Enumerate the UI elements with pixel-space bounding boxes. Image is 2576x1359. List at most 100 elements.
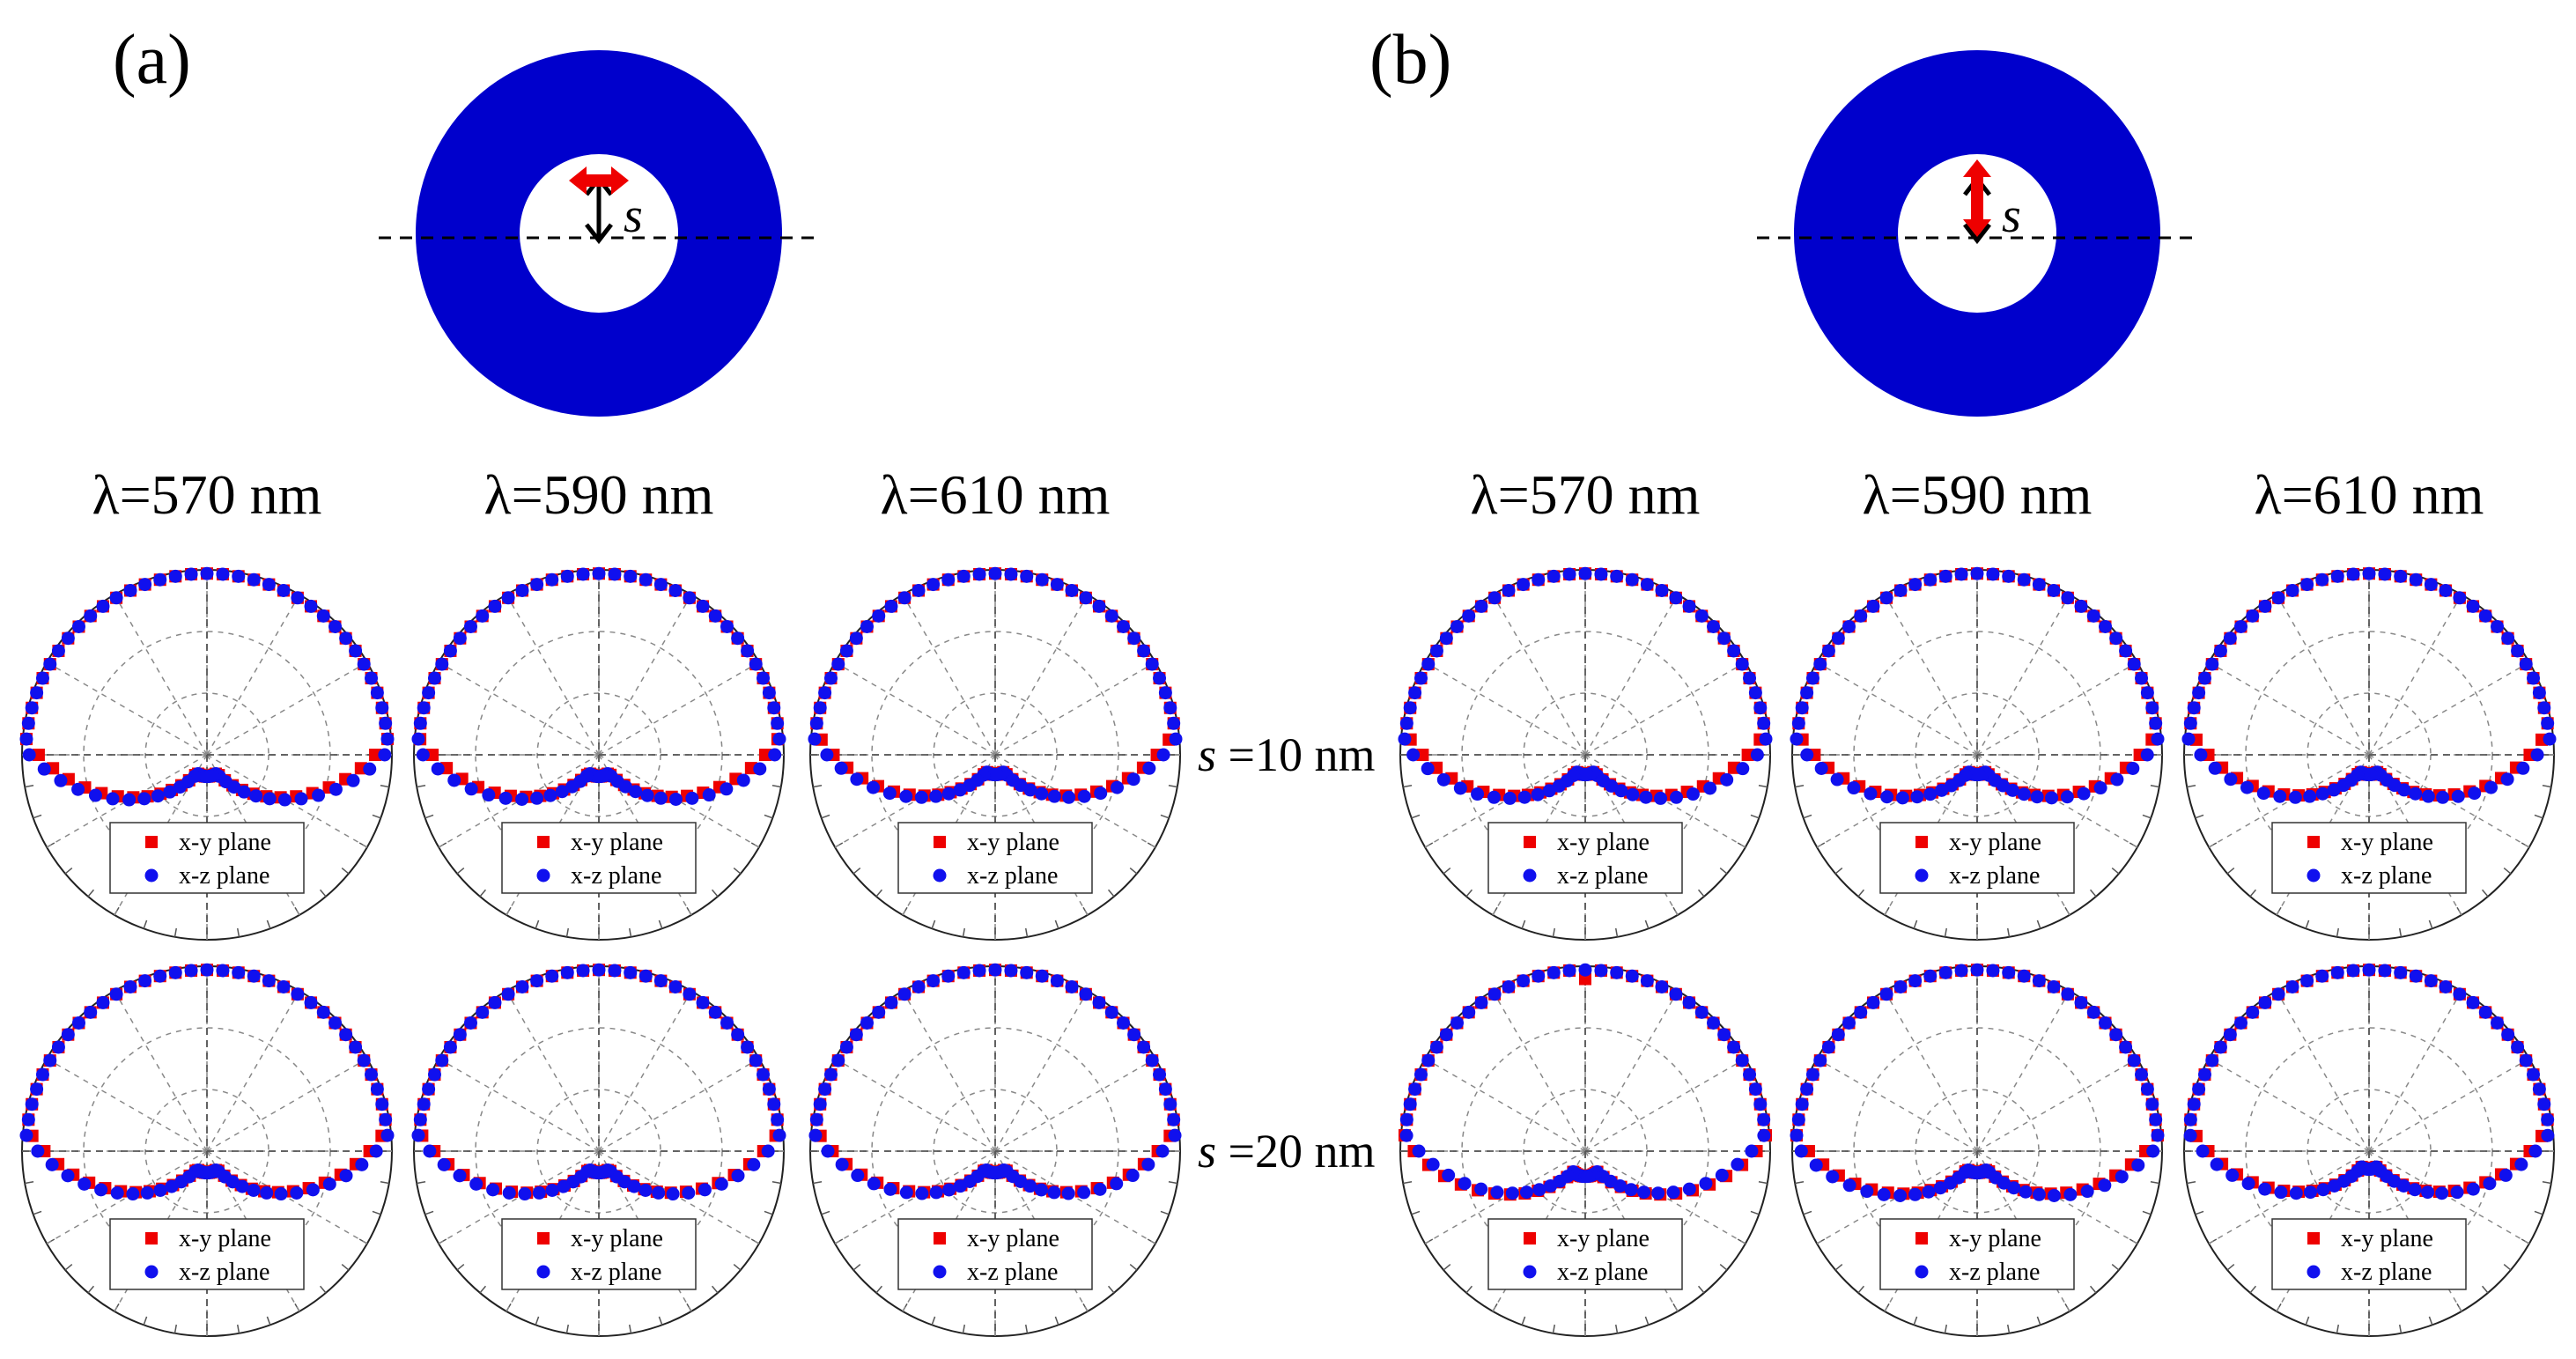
data-point-circle [1562, 567, 1576, 581]
data-point-circle [109, 987, 123, 1001]
data-point-circle [2205, 1053, 2219, 1067]
data-point-circle [668, 979, 683, 993]
data-point-circle [1682, 599, 1696, 613]
data-point-circle [138, 974, 152, 988]
polar-tick [2481, 889, 2489, 897]
data-point-circle [1694, 1005, 1709, 1019]
data-point-circle [638, 572, 653, 587]
data-point-circle [1694, 609, 1709, 623]
series-x-z-plane [1790, 566, 2165, 805]
data-point-circle [1731, 1157, 1745, 1171]
data-point-circle [1972, 768, 1986, 782]
legend-marker-circle [1915, 1265, 1929, 1279]
data-point-circle [2063, 1187, 2078, 1201]
data-point-circle [2197, 671, 2211, 685]
data-point-circle [165, 1179, 179, 1193]
data-point-circle [720, 782, 734, 796]
data-point-circle [2466, 599, 2480, 613]
legend-label: x-z plane [179, 1259, 269, 1286]
data-point-circle [437, 1157, 451, 1171]
data-point-circle [1502, 979, 1516, 993]
data-point-circle [926, 578, 941, 592]
data-point-circle [482, 788, 496, 802]
schematic-b: s [1757, 50, 2197, 417]
data-point-circle [1065, 979, 1079, 993]
data-point-circle [530, 974, 544, 988]
polar-tick [2534, 814, 2543, 819]
data-point-circle [1800, 1082, 1814, 1097]
data-point-circle [2409, 572, 2423, 587]
data-point-square [758, 749, 771, 761]
row-label-s20: s =20 nm [1198, 1127, 1375, 1175]
data-point-circle [2453, 591, 2467, 605]
data-point-circle [1047, 789, 1061, 803]
data-point-circle [1163, 701, 1177, 715]
data-point-circle [1035, 969, 1049, 983]
polar-tick [1750, 814, 1760, 819]
data-point-circle [291, 591, 305, 605]
legend-box [2271, 1218, 2467, 1290]
data-point-circle [640, 788, 654, 802]
polar-tick [479, 889, 487, 897]
data-point-circle [365, 671, 379, 685]
data-point-circle [2119, 644, 2133, 658]
data-point-circle [2246, 1005, 2260, 1019]
data-point-circle [1035, 787, 1049, 801]
schematic-s-label: s [624, 188, 643, 243]
data-point-circle [2285, 979, 2299, 993]
data-point-circle [1117, 1016, 1131, 1030]
data-point-circle [860, 1016, 874, 1030]
data-point-circle [294, 792, 308, 806]
data-point-circle [1094, 787, 1108, 801]
data-point-circle [990, 768, 1004, 782]
data-point-circle [291, 987, 305, 1001]
polar-tick [962, 1324, 966, 1333]
data-point-circle [1626, 787, 1640, 801]
data-point-circle [2151, 1128, 2165, 1142]
polar-tick [2534, 1210, 2543, 1215]
legend-marker-circle [1523, 868, 1537, 883]
data-point-circle [274, 1187, 288, 1201]
polar-tick [236, 1324, 240, 1333]
polar-tick [1552, 927, 1556, 937]
data-point-circle [443, 644, 457, 658]
data-point-circle [839, 1040, 853, 1054]
data-point-circle [872, 609, 886, 623]
data-point-circle [1893, 583, 1908, 597]
data-point-circle [668, 792, 683, 806]
data-point-circle [1442, 1168, 1456, 1182]
polar-tick [143, 1316, 148, 1326]
legend-box [1487, 1218, 1683, 1290]
data-point-circle [1651, 1186, 1665, 1200]
data-point-circle [184, 567, 198, 581]
polar-tick [1160, 1210, 1170, 1215]
series-x-z-plane [1399, 963, 1771, 1200]
data-point-circle [2019, 1185, 2033, 1199]
data-point-circle [1794, 1144, 1808, 1158]
polar-tick [33, 1210, 42, 1215]
polar-tick [2089, 1285, 2097, 1294]
data-point-circle [96, 599, 110, 613]
data-point-circle [2484, 780, 2498, 794]
data-point-circle [1830, 772, 1844, 787]
data-point-circle [304, 599, 318, 613]
data-point-circle [972, 964, 986, 978]
data-point-circle [1866, 599, 1880, 613]
data-point-circle [956, 569, 971, 583]
data-point-circle [872, 1005, 886, 1019]
data-point-circle [1502, 791, 1517, 805]
data-point-circle [731, 631, 745, 646]
data-point-circle [2047, 979, 2061, 993]
data-point-circle [884, 995, 898, 1009]
data-point-circle [370, 686, 384, 700]
data-point-circle [1938, 965, 1952, 979]
data-point-circle [202, 770, 216, 784]
data-point-circle [897, 987, 912, 1001]
row-label-s10-text: =10 nm [1216, 728, 1376, 781]
data-point-circle [696, 599, 710, 613]
polar-tick [1107, 889, 1115, 897]
data-point-circle [2394, 569, 2408, 583]
legend-label: x-z plane [1949, 1259, 2040, 1286]
